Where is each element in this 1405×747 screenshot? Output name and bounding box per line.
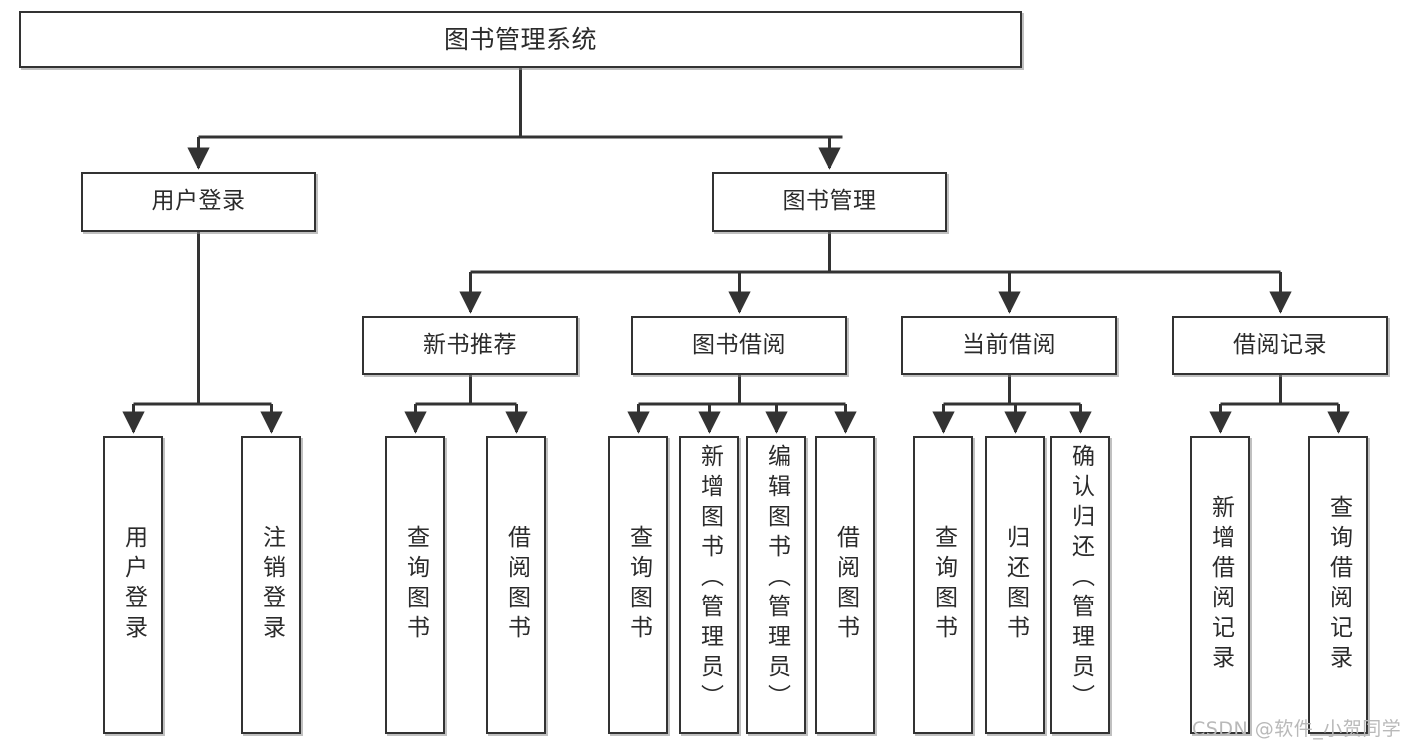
node-leaf-borrow-book-2-label: 借阅图书	[832, 525, 859, 645]
node-leaf-borrow-book-2[interactable]: 借阅图书	[815, 436, 875, 734]
node-leaf-edit-book-admin[interactable]: 编辑图书（管理员）	[746, 436, 806, 734]
node-root-system[interactable]: 图书管理系统	[19, 11, 1022, 68]
node-leaf-confirm-return-admin[interactable]: 确认归还（管理员）	[1050, 436, 1110, 734]
node-leaf-add-borrow-record-label: 新增借阅记录	[1207, 495, 1234, 675]
node-leaf-query-book-1-label: 查询图书	[402, 525, 429, 645]
node-user-login[interactable]: 用户登录	[81, 172, 316, 232]
node-book-manage[interactable]: 图书管理	[712, 172, 947, 232]
node-leaf-query-borrow-record[interactable]: 查询借阅记录	[1308, 436, 1368, 734]
node-borrow-record-label: 借阅记录	[1233, 331, 1327, 358]
node-current-borrow[interactable]: 当前借阅	[901, 316, 1117, 375]
node-leaf-add-borrow-record[interactable]: 新增借阅记录	[1190, 436, 1250, 734]
node-leaf-borrow-book-1[interactable]: 借阅图书	[486, 436, 546, 734]
node-book-borrow-label: 图书借阅	[692, 331, 786, 358]
node-leaf-edit-book-admin-label: 编辑图书（管理员）	[763, 444, 790, 714]
node-leaf-query-book-3-label: 查询图书	[930, 525, 957, 645]
node-leaf-query-book-2-label: 查询图书	[625, 525, 652, 645]
node-leaf-borrow-book-1-label: 借阅图书	[503, 525, 530, 645]
node-leaf-add-book-admin-label: 新增图书（管理员）	[696, 444, 723, 714]
node-leaf-return-book-label: 归还图书	[1002, 525, 1029, 645]
node-leaf-user-login-label: 用户登录	[120, 525, 147, 645]
node-book-borrow[interactable]: 图书借阅	[631, 316, 847, 375]
node-leaf-query-book-2[interactable]: 查询图书	[608, 436, 668, 734]
node-new-book-rec-label: 新书推荐	[423, 331, 517, 358]
node-root-system-label: 图书管理系统	[443, 24, 597, 54]
node-leaf-logout-label: 注销登录	[258, 525, 285, 645]
node-new-book-rec[interactable]: 新书推荐	[362, 316, 578, 375]
node-leaf-add-book-admin[interactable]: 新增图书（管理员）	[679, 436, 739, 734]
csdn-watermark: CSDN @软件_小贺同学	[1192, 718, 1402, 740]
node-user-login-label: 用户登录	[151, 188, 246, 215]
node-leaf-query-borrow-record-label: 查询借阅记录	[1325, 495, 1352, 675]
node-current-borrow-label: 当前借阅	[962, 331, 1056, 358]
node-borrow-record[interactable]: 借阅记录	[1172, 316, 1388, 375]
node-leaf-query-book-3[interactable]: 查询图书	[913, 436, 973, 734]
node-leaf-return-book[interactable]: 归还图书	[985, 436, 1045, 734]
node-leaf-query-book-1[interactable]: 查询图书	[385, 436, 445, 734]
node-leaf-logout[interactable]: 注销登录	[241, 436, 301, 734]
node-leaf-confirm-return-admin-label: 确认归还（管理员）	[1067, 444, 1094, 714]
node-book-manage-label: 图书管理	[782, 188, 877, 215]
node-leaf-user-login[interactable]: 用户登录	[103, 436, 163, 734]
